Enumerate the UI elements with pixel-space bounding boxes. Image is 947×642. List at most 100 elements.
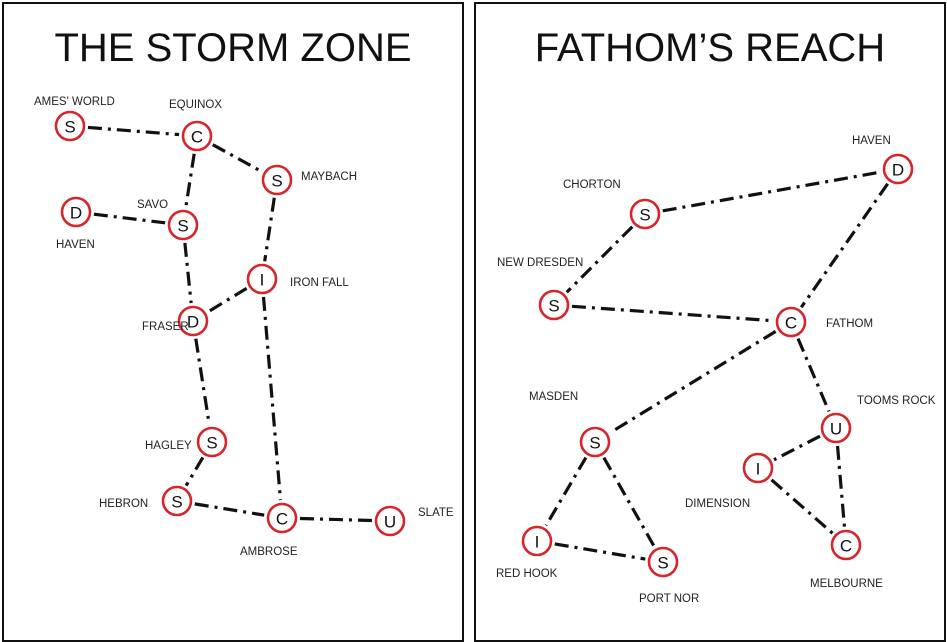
node-label: HAVEN — [852, 135, 891, 147]
route-chorton-haven — [662, 170, 881, 213]
node-label: CHORTON — [563, 179, 621, 191]
node-label: EQUINOX — [169, 99, 222, 111]
node-redhook: I RED HOOK — [496, 525, 558, 580]
route-ironfall-ambrose — [261, 296, 283, 501]
node-type-letter: C — [276, 510, 288, 529]
route-lines — [544, 170, 889, 561]
route-masden-redhook — [544, 456, 588, 527]
route-fathom-masden — [609, 330, 777, 434]
node-type-letter: S — [171, 493, 182, 512]
node-label: AMBROSE — [240, 546, 298, 558]
node-hebron: S HEBRON — [99, 485, 193, 517]
node-ames: S AMES' WORLD — [34, 96, 115, 142]
node-circle — [161, 485, 193, 517]
node-circle — [820, 412, 852, 444]
node-label: RED HOOK — [496, 568, 558, 580]
node-circle — [60, 196, 92, 228]
node-slate: U SLATE — [374, 505, 454, 537]
node-type-letter: C — [191, 128, 203, 147]
node-type-letter: S — [639, 206, 650, 225]
node-label: FRASER — [142, 321, 189, 333]
node-circle — [830, 529, 862, 561]
route-equinox-savo — [184, 153, 196, 208]
node-circle — [54, 110, 86, 142]
route-redhook-portnor — [554, 542, 646, 561]
node-label: IRON FALL — [290, 277, 349, 289]
node-circle — [579, 426, 611, 458]
node-circle — [246, 263, 278, 295]
route-haven-fathom — [800, 182, 889, 309]
node-circle — [882, 153, 914, 185]
node-hagley: S HAGLEY — [145, 426, 228, 458]
node-circle — [177, 305, 209, 337]
node-label: NEW DRESDEN — [497, 257, 583, 269]
node-label: MAYBACH — [301, 171, 357, 183]
node-circle — [167, 209, 199, 241]
node-type-letter: S — [64, 118, 75, 137]
node-maybach: S MAYBACH — [261, 164, 357, 196]
node-label: HAGLEY — [145, 440, 192, 452]
route-masden-portnor — [602, 456, 656, 548]
node-type-letter: S — [271, 172, 282, 191]
node-type-letter: S — [589, 434, 600, 453]
node-portnor: S PORT NOR — [639, 546, 699, 605]
node-circle — [261, 164, 293, 196]
node-circle — [538, 289, 570, 321]
node-circle — [521, 525, 553, 557]
route-fraser-hagley — [194, 338, 211, 425]
node-type-letter: S — [657, 554, 668, 573]
storm-zone-panel: THE STORM ZONE S AMES' WORLD C EQUINOX S MAYB… — [2, 2, 464, 642]
node-label: MELBOURNE — [810, 578, 883, 590]
route-lines — [87, 125, 373, 523]
route-maybach-ironfall — [263, 197, 276, 262]
route-equinox-maybach — [212, 143, 262, 173]
node-circle — [181, 120, 213, 152]
node-label: PORT NOR — [639, 593, 699, 605]
route-haven-savo — [93, 212, 166, 225]
node-type-letter: I — [535, 533, 540, 552]
node-type-letter: D — [892, 161, 904, 180]
node-type-letter: I — [756, 460, 761, 479]
node-savo: S SAVO — [137, 199, 199, 241]
route-toomsrock-melbourne — [835, 445, 847, 528]
route-newdresden-fathom — [571, 304, 774, 323]
node-equinox: C EQUINOX — [169, 99, 222, 152]
route-fathom-toomsrock — [796, 337, 831, 413]
route-toomsrock-dimension — [773, 434, 821, 462]
node-masden: S MASDEN — [529, 391, 611, 458]
route-ironfall-fraser — [207, 286, 248, 314]
node-circle — [629, 198, 661, 230]
fathoms-reach-panel: FATHOM’S REACH D HAVEN S CHORTON S NEW DRESDE… — [474, 2, 946, 642]
node-type-letter: S — [206, 434, 217, 453]
node-circle — [775, 306, 807, 338]
node-circle — [374, 505, 406, 537]
node-label: SLATE — [418, 507, 454, 519]
route-ames-equinox — [87, 125, 180, 137]
node-circle — [266, 502, 298, 534]
route-ambrose-slate — [299, 516, 373, 523]
node-type-letter: U — [384, 513, 396, 532]
node-type-letter: S — [548, 297, 559, 316]
node-circle — [647, 546, 679, 578]
fathoms-reach-title: FATHOM’S REACH — [534, 26, 886, 70]
storm-zone-title: THE STORM ZONE — [54, 26, 412, 70]
node-label: AMES' WORLD — [34, 96, 115, 108]
node-type-letter: D — [187, 313, 199, 332]
node-label: HEBRON — [99, 498, 148, 510]
node-newdresden: S NEW DRESDEN — [497, 257, 583, 321]
node-label: FATHOM — [826, 318, 873, 330]
node-label: MASDEN — [529, 391, 578, 403]
node-label: SAVO — [137, 199, 168, 211]
node-label: TOOMS ROCK — [857, 395, 936, 407]
node-type-letter: C — [840, 537, 852, 556]
node-type-letter: S — [177, 217, 188, 236]
node-circle — [196, 426, 228, 458]
node-haven: D HAVEN — [852, 135, 914, 185]
